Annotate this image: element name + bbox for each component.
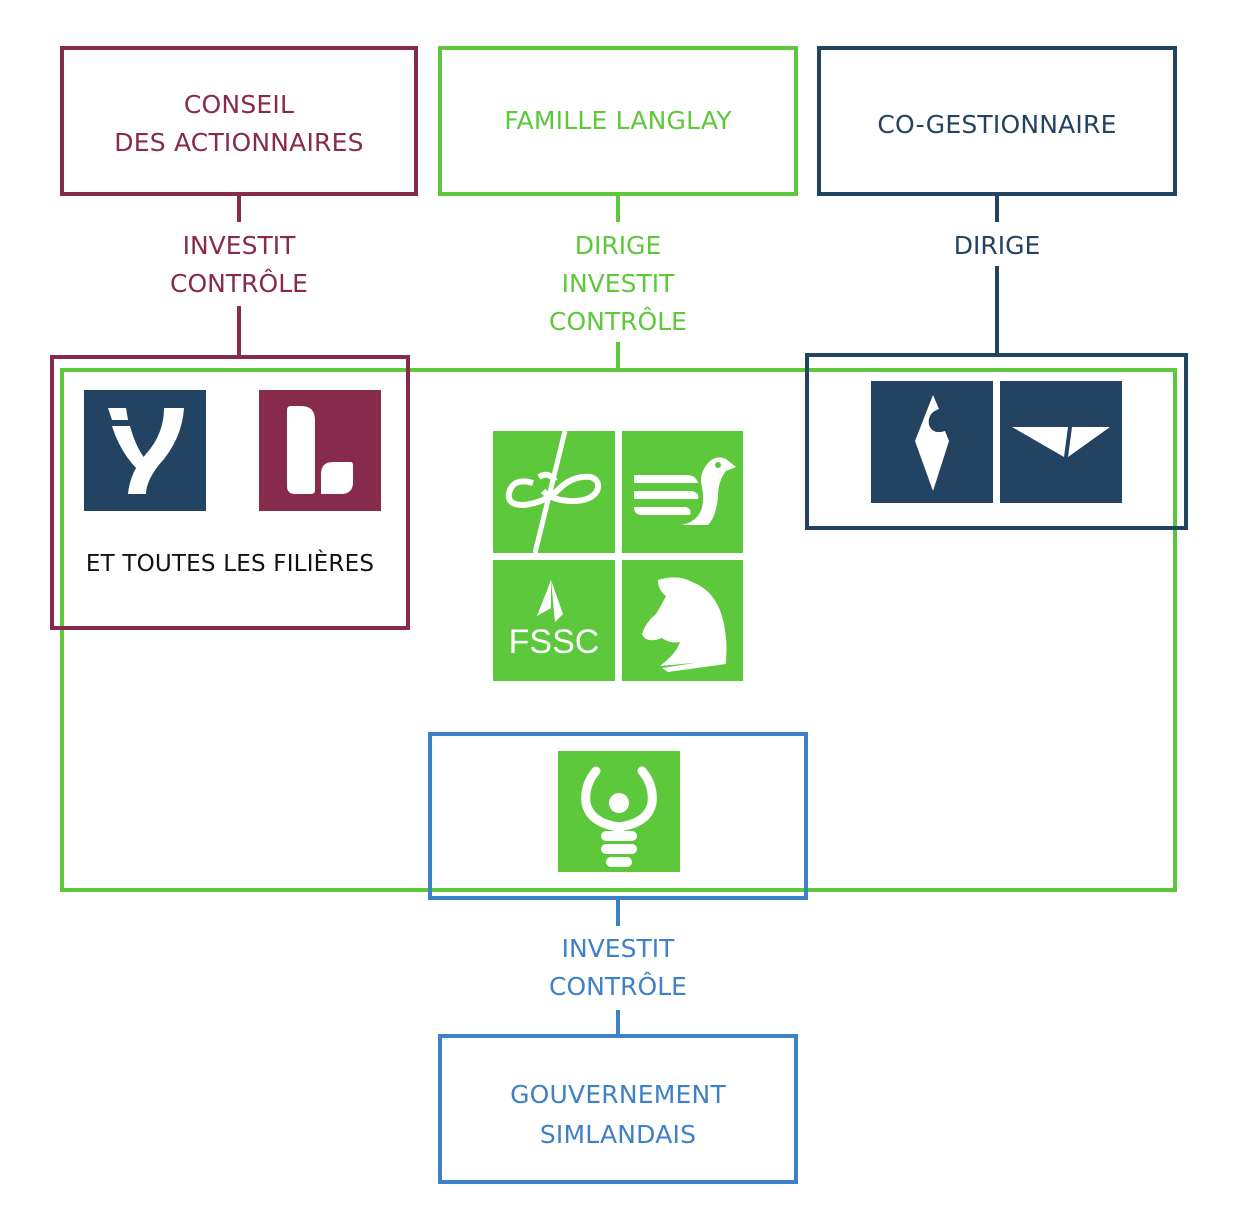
famille-group-box	[60, 368, 1177, 892]
conseil-connector-bottom	[237, 306, 241, 358]
co-gestionnaire-box: CO-GESTIONNAIRE	[817, 46, 1177, 196]
cogestion-connector-top	[995, 196, 999, 222]
cogestion-group-box	[805, 353, 1188, 530]
y-logo-icon	[84, 390, 206, 511]
folded-triangle-logo-icon	[1000, 381, 1122, 503]
shared-group-box	[428, 732, 808, 900]
gouvernement-connector-bottom	[616, 1010, 620, 1036]
gouvernement-box-line2: SIMLANDAIS	[539, 1120, 697, 1149]
cogestion-box-line1: CO-GESTIONNAIRE	[877, 110, 1117, 139]
cogestion-relation-line1: DIRIGE	[953, 231, 1041, 260]
famille-relation-line2: INVESTIT	[561, 269, 675, 298]
conseil-relation-line2: CONTRÔLE	[170, 269, 308, 298]
famille-relation-line3: CONTRÔLE	[549, 307, 687, 336]
diamond-moon-logo-icon	[871, 381, 993, 503]
famille-box-line1: FAMILLE LANGLAY	[504, 106, 732, 135]
conseil-des-actionnaires-box: CONSEIL DES ACTIONNAIRES	[60, 46, 418, 196]
famille-connector-top	[616, 196, 620, 222]
famille-langlay-box: FAMILLE LANGLAY	[438, 46, 798, 196]
horse-head-logo-icon	[622, 560, 743, 681]
famille-connector-bottom	[616, 342, 620, 370]
bird-logo-icon	[622, 431, 743, 553]
fssc-sail-logo-icon: FSSC	[493, 560, 615, 681]
infinity-knot-logo-icon	[493, 431, 615, 553]
gouvernement-box-line1: GOUVERNEMENT	[510, 1080, 726, 1109]
lightbulb-person-logo-icon	[558, 751, 680, 872]
gouvernement-relation-line2: CONTRÔLE	[549, 972, 687, 1001]
cogestion-connector-bottom	[995, 266, 999, 356]
gouvernement-simlandais-box: GOUVERNEMENT SIMLANDAIS	[438, 1034, 798, 1184]
conseil-connector-top	[237, 196, 241, 222]
l-leaf-logo-icon	[259, 390, 381, 511]
conseil-group-box: ET TOUTES LES FILIÈRES	[50, 355, 410, 630]
gouvernement-relation-line1: INVESTIT	[561, 934, 675, 963]
fssc-logo-text: FSSC	[508, 623, 600, 661]
conseil-relation-line1: INVESTIT	[182, 231, 296, 260]
gouvernement-connector-top	[616, 900, 620, 926]
famille-relation-line1: DIRIGE	[574, 231, 662, 260]
conseil-box-line1: CONSEIL	[183, 90, 295, 119]
conseil-group-caption: ET TOUTES LES FILIÈRES	[85, 551, 375, 577]
conseil-box-line2: DES ACTIONNAIRES	[114, 128, 364, 157]
